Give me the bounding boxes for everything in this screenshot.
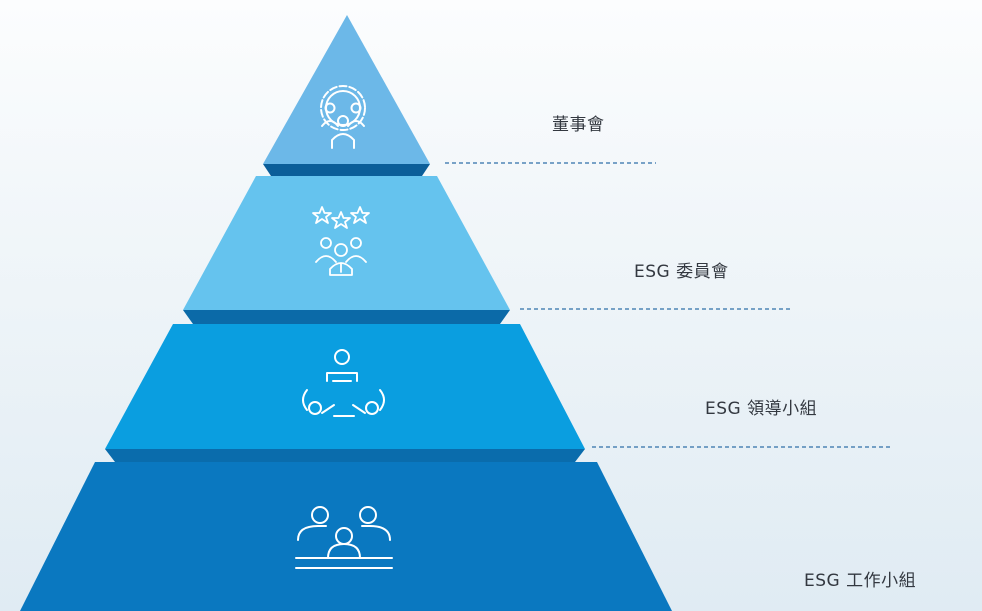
level-4-face <box>20 462 672 611</box>
level-1-face <box>263 15 430 164</box>
pyramid-level-1 <box>263 15 430 176</box>
level-3-base <box>105 449 585 462</box>
team-circle-icon <box>302 349 385 417</box>
level-1-base <box>263 164 430 176</box>
level-3-face <box>105 324 585 449</box>
level-label-esg-leadership-group: ESG 領導小組 <box>705 399 818 419</box>
level-label-esg-committee: ESG 委員會 <box>634 262 729 282</box>
gear-people-icon <box>320 85 366 149</box>
stars-people-icon <box>312 206 370 276</box>
level-label-board: 董事會 <box>552 115 605 135</box>
pyramid-level-2 <box>183 176 510 324</box>
work-team-icon <box>295 506 393 569</box>
level-2-face <box>183 176 510 310</box>
pyramid-level-3 <box>105 324 585 462</box>
level-label-esg-working-group: ESG 工作小組 <box>804 571 917 591</box>
level-2-base <box>183 310 510 324</box>
pyramid-level-4 <box>20 462 672 611</box>
